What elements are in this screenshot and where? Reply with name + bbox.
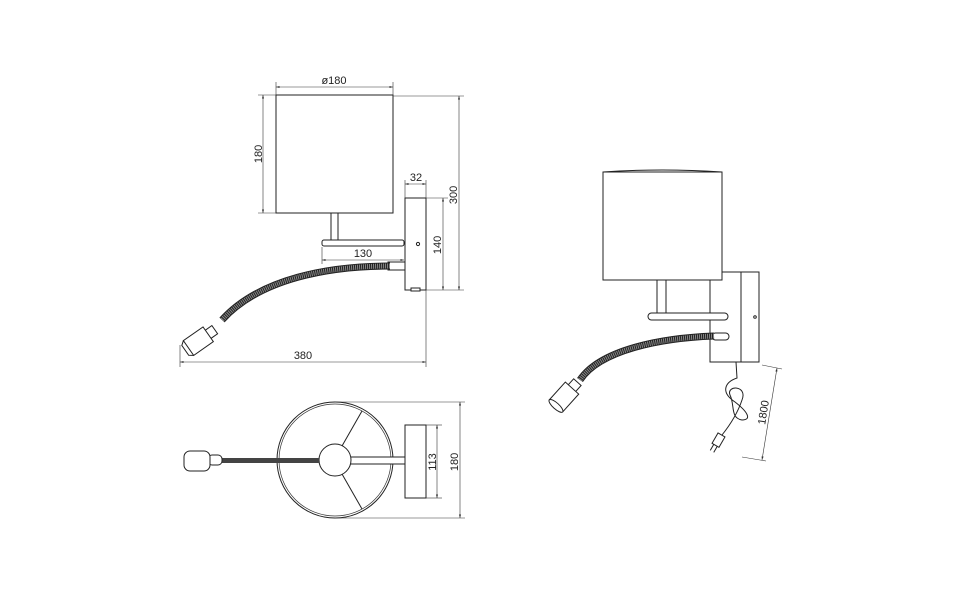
stem bbox=[330, 212, 339, 242]
perspective-view: 1800 bbox=[548, 169, 783, 462]
power-cable bbox=[721, 361, 749, 436]
shade bbox=[602, 171, 723, 281]
reading-light-head bbox=[183, 450, 211, 472]
plug bbox=[709, 432, 726, 453]
gooseneck bbox=[577, 332, 715, 383]
arm bbox=[647, 312, 729, 321]
dim-total-height: 300 bbox=[448, 186, 460, 204]
arm bbox=[349, 456, 406, 465]
dim-cable-length: 1800 bbox=[756, 400, 772, 426]
reading-light-head bbox=[181, 324, 219, 357]
dim-shade-height: 180 bbox=[253, 145, 265, 163]
gooseneck-socket bbox=[711, 332, 730, 341]
dim-arm-length: 130 bbox=[354, 248, 372, 260]
top-view: 113 180 bbox=[183, 401, 465, 519]
dim-backplate-depth: 32 bbox=[410, 172, 422, 184]
gooseneck-coil bbox=[577, 333, 715, 382]
screw-hole bbox=[753, 315, 757, 319]
dim-backplate-width: 113 bbox=[427, 453, 439, 471]
gooseneck-socket bbox=[387, 261, 406, 271]
backplate-foot bbox=[410, 287, 421, 292]
backplate bbox=[404, 424, 427, 499]
backplate bbox=[404, 197, 427, 291]
arm bbox=[321, 239, 405, 247]
dim-shade-diameter: ø180 bbox=[321, 75, 346, 87]
stem bbox=[656, 279, 667, 314]
gooseneck bbox=[222, 458, 319, 463]
dim-backplate-height: 140 bbox=[432, 236, 444, 254]
spoke bbox=[341, 410, 363, 447]
spoke bbox=[341, 473, 363, 510]
dim-total-projection: 380 bbox=[294, 350, 312, 362]
hub bbox=[318, 443, 352, 477]
reading-light-head bbox=[548, 378, 582, 413]
side-view: ø180 180 32 130 140 300 380 bbox=[179, 75, 464, 367]
shade bbox=[275, 94, 394, 214]
gooseneck-coil bbox=[220, 263, 391, 322]
dim-shade-diameter-top: 180 bbox=[449, 453, 461, 471]
screw-hole bbox=[415, 241, 421, 247]
